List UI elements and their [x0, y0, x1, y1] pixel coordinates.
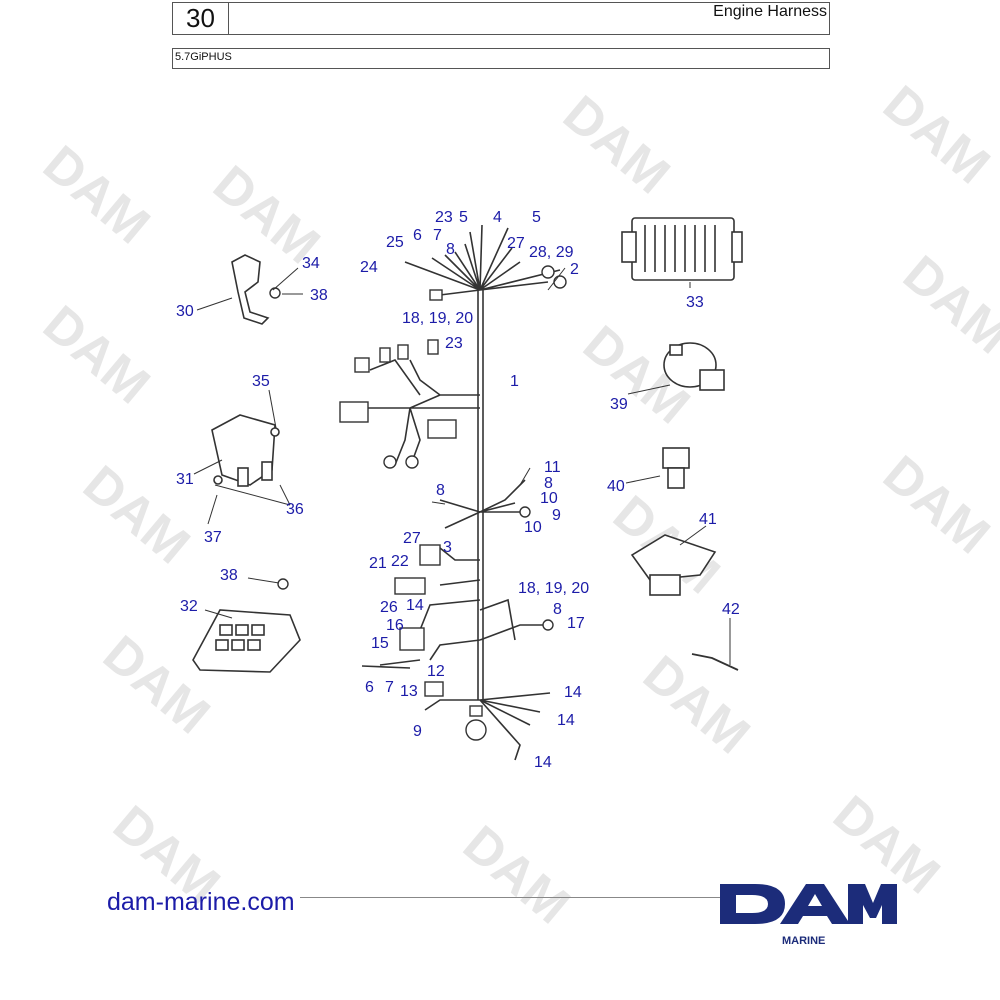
watermark: DAM — [552, 85, 680, 206]
callout-5: 5 — [459, 209, 468, 226]
map-sensor-41 — [630, 534, 717, 596]
callout-1: 1 — [510, 373, 519, 390]
callout-24: 24 — [360, 259, 378, 276]
footer-divider — [300, 897, 720, 898]
callout-27: 27 — [403, 530, 421, 547]
callout-18-19-20: 18, 19, 20 — [518, 580, 589, 597]
callout-42: 42 — [722, 601, 740, 618]
callout-2: 2 — [570, 261, 579, 278]
logo-subtitle: MARINE — [782, 935, 825, 947]
bracket-30 — [231, 254, 270, 325]
callout-25: 25 — [386, 234, 404, 251]
callout-13: 13 — [400, 683, 418, 700]
callout-16: 16 — [386, 617, 404, 634]
watermark: DAM — [632, 645, 760, 766]
sensor-40 — [662, 447, 690, 489]
callout-33: 33 — [686, 294, 704, 311]
callout-8: 8 — [553, 601, 562, 618]
callout-9: 9 — [413, 723, 422, 740]
watermark: DAM — [32, 295, 160, 416]
coil-driver-32 — [192, 609, 301, 673]
cable-42 — [691, 653, 739, 671]
callout-35: 35 — [252, 373, 270, 390]
wiring-harness — [360, 224, 561, 761]
callout-3: 3 — [443, 539, 452, 556]
sensor-39 — [663, 342, 725, 391]
callout-40: 40 — [607, 478, 625, 495]
watermark: DAM — [892, 245, 1000, 366]
callout-8: 8 — [436, 482, 445, 499]
ecm-33 — [621, 217, 743, 281]
callout-6: 6 — [365, 679, 374, 696]
watermark: DAM — [872, 75, 1000, 196]
header-box: 30 Engine Harness — [172, 2, 830, 35]
callout-23: 23 — [435, 209, 453, 226]
callout-22: 22 — [391, 553, 409, 570]
model-label: 5.7GiPHUS — [175, 51, 232, 63]
callout-14: 14 — [557, 712, 575, 729]
bolt-38-top — [269, 287, 281, 299]
callout-41: 41 — [699, 511, 717, 528]
logo-a — [780, 884, 850, 924]
callout-5: 5 — [532, 209, 541, 226]
model-box: 5.7GiPHUS — [172, 48, 830, 69]
callout-4: 4 — [493, 209, 502, 226]
callout-11: 11 — [544, 459, 561, 476]
callout-38: 38 — [310, 287, 328, 304]
callout-17: 17 — [567, 615, 585, 632]
watermark-layer: DAM DAM DAM DAM DAM DAM DAM DAM DAM DAM … — [32, 75, 1000, 936]
watermark: DAM — [452, 815, 580, 936]
callout-34: 34 — [302, 255, 320, 272]
callout-38: 38 — [220, 567, 238, 584]
callout-26: 26 — [380, 599, 398, 616]
watermark: DAM — [32, 135, 160, 256]
callout-21: 21 — [369, 555, 387, 572]
hose-7 — [361, 665, 411, 669]
logo-m — [848, 884, 897, 924]
callout-6: 6 — [413, 227, 422, 244]
callout-7: 7 — [385, 679, 394, 696]
callout-12: 12 — [427, 663, 445, 680]
harness-connectors — [339, 265, 567, 741]
callout-30: 30 — [176, 303, 194, 320]
callout-14: 14 — [406, 597, 424, 614]
callout-37: 37 — [204, 529, 222, 546]
callout-15: 15 — [371, 635, 389, 652]
callout-23: 23 — [445, 335, 463, 352]
dam-marine-logo: MARINE — [720, 884, 897, 947]
callout-31: 31 — [176, 471, 194, 488]
page-number: 30 — [173, 3, 229, 34]
callout-8: 8 — [446, 241, 455, 258]
callout-14: 14 — [534, 754, 552, 771]
callout-14: 14 — [564, 684, 582, 701]
watermark: DAM — [92, 625, 220, 746]
bracket-31 — [211, 414, 280, 487]
site-url-link[interactable]: dam-marine.com — [107, 888, 295, 916]
page-title: Engine Harness — [713, 3, 827, 20]
callout-labels: 1 2 3 4 5 5 6 6 7 7 8 8 8 8 9 9 10 10 11… — [176, 209, 740, 771]
leader-lines — [193, 267, 731, 665]
callout-8: 8 — [544, 475, 553, 492]
callout-27: 27 — [507, 235, 525, 252]
callout-32: 32 — [180, 598, 198, 615]
callout-39: 39 — [610, 396, 628, 413]
watermark: DAM — [872, 445, 1000, 566]
callout-10: 10 — [524, 519, 542, 536]
callout-10: 10 — [540, 490, 558, 507]
logo-d — [720, 884, 785, 924]
callout-36: 36 — [286, 501, 304, 518]
bolt-38-bottom — [277, 578, 289, 590]
callout-7: 7 — [433, 227, 442, 244]
callout-28-29: 28, 29 — [529, 244, 574, 261]
callout-18-19-20: 18, 19, 20 — [402, 310, 473, 327]
callout-9: 9 — [552, 507, 561, 524]
